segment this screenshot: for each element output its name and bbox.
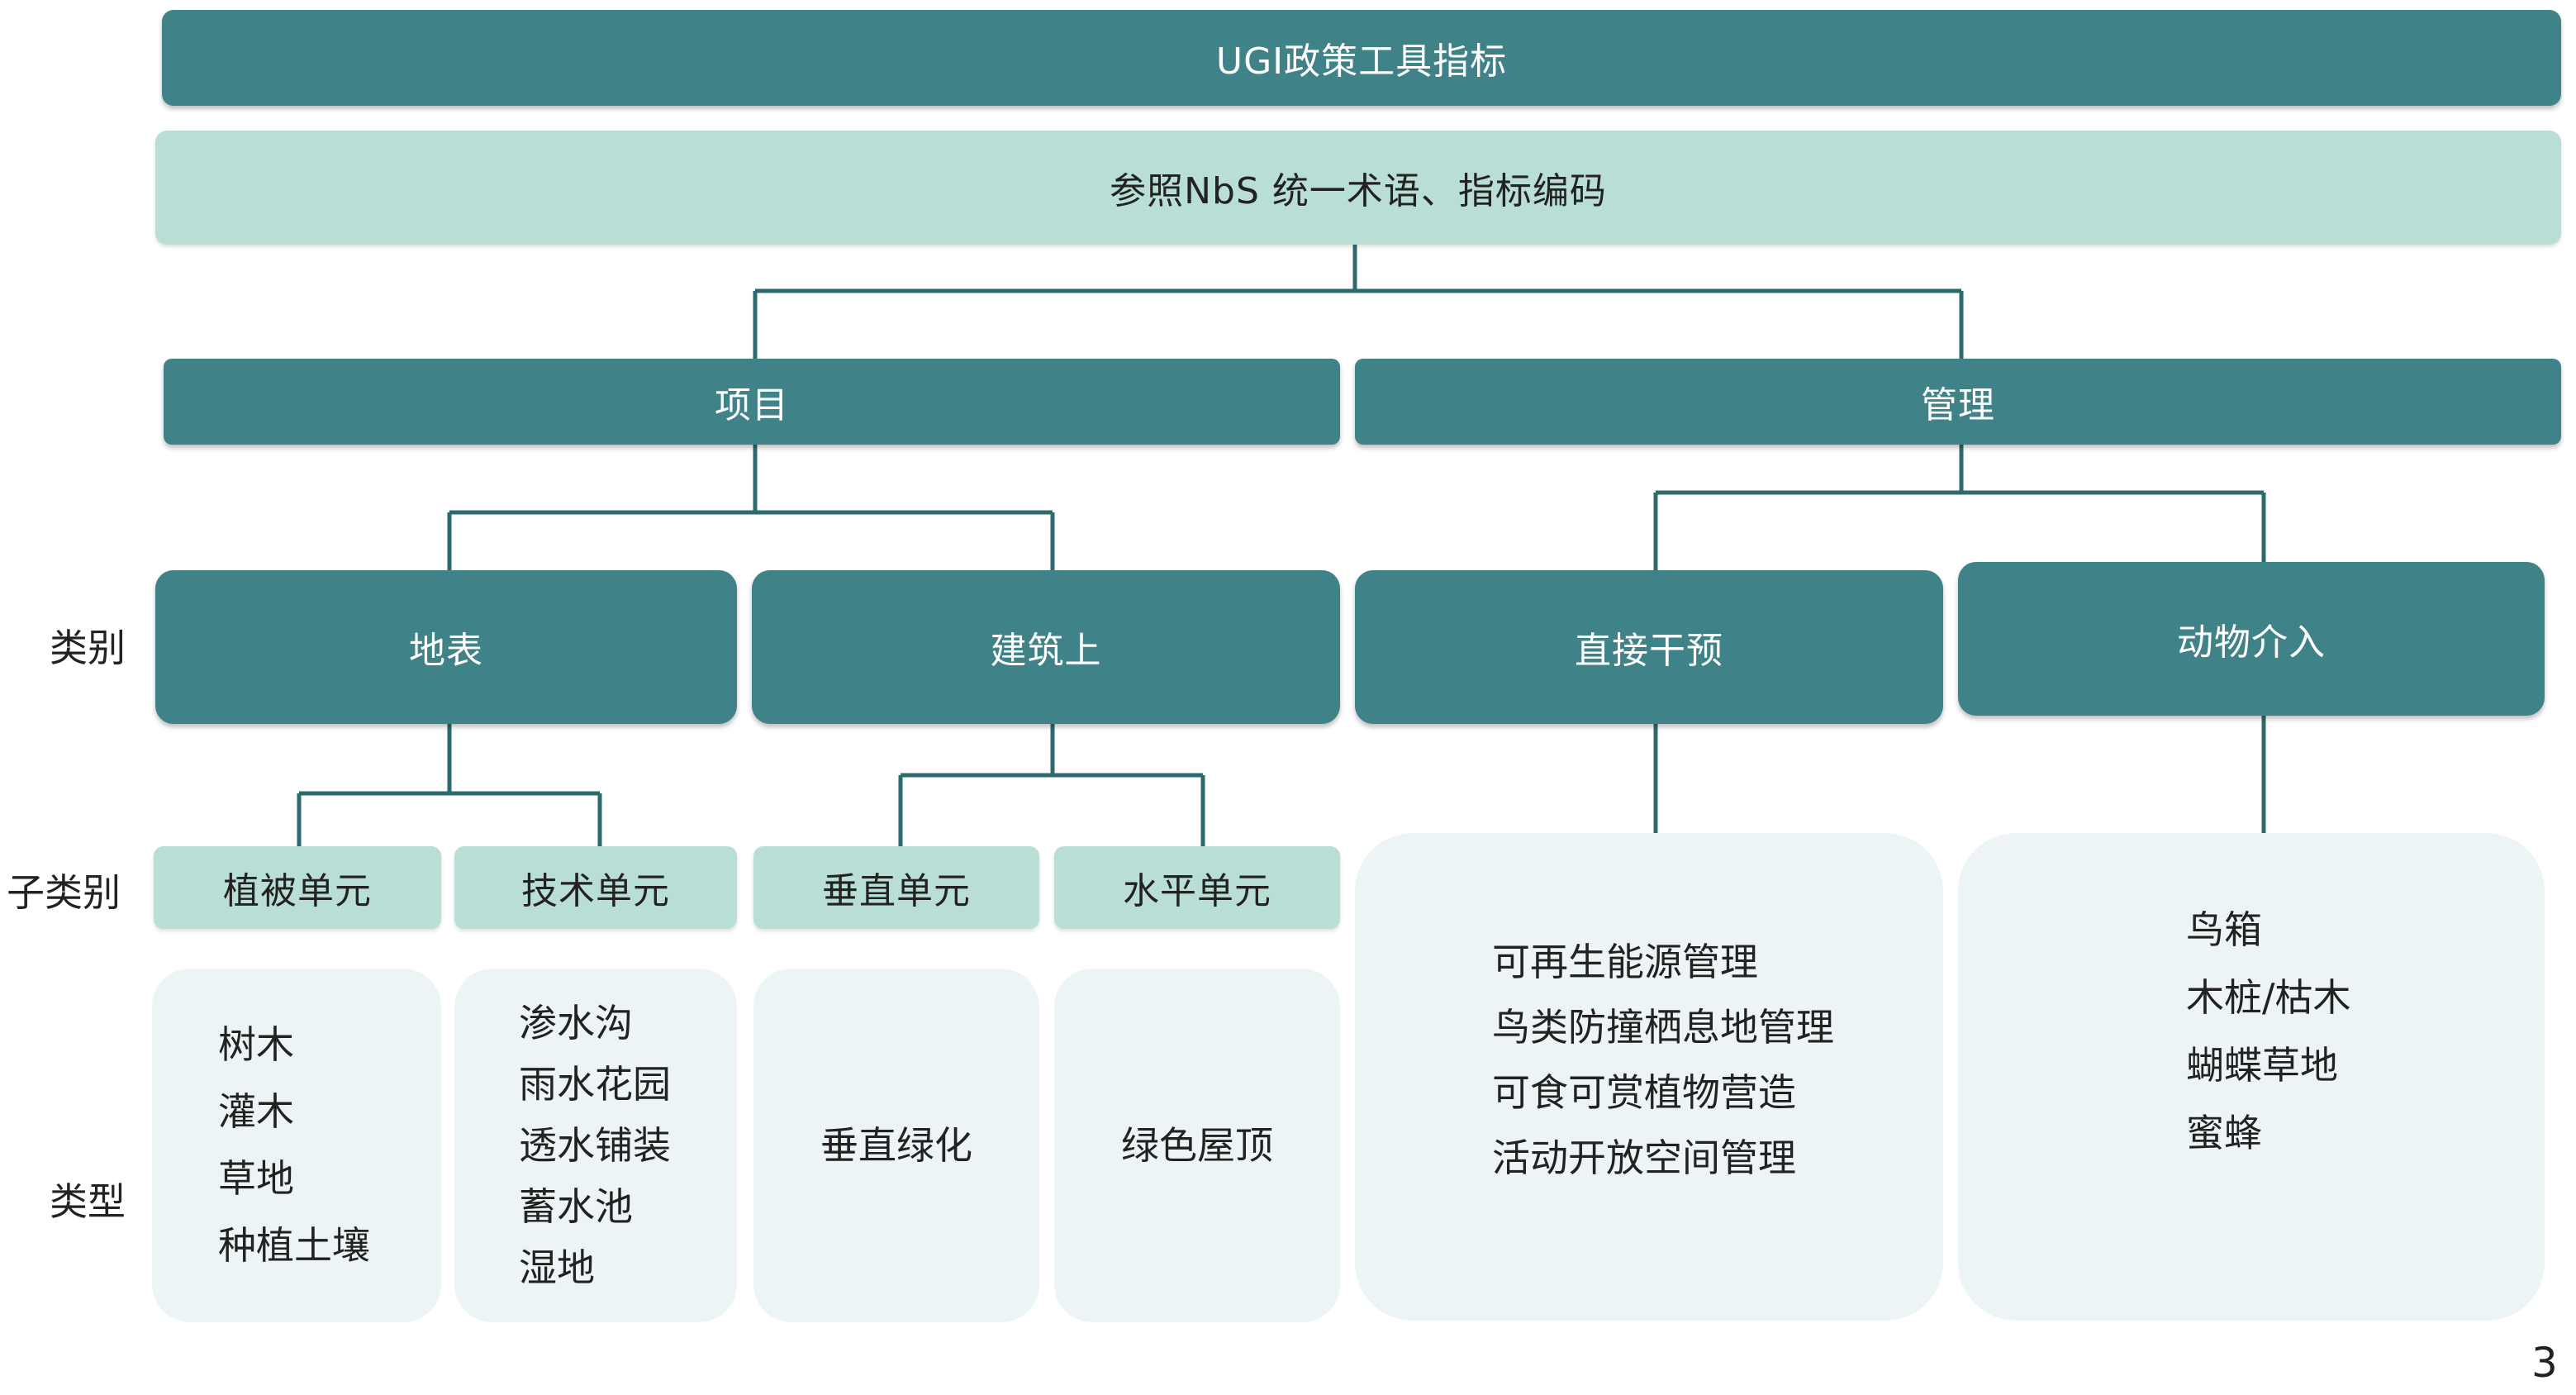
subcategory-vertical: 垂直单元	[753, 846, 1039, 929]
type-box-vegetation: 树木 灌木 草地 种植土壤	[152, 969, 441, 1322]
category-animal-intervention: 动物介入	[1958, 562, 2545, 716]
subcategory-vegetation-label: 植被单元	[223, 870, 372, 912]
connector-building	[898, 724, 1205, 846]
type-item: 湿地	[519, 1245, 595, 1290]
type-item: 蓄水池	[519, 1184, 633, 1229]
page-number: 3	[2531, 1339, 2558, 1387]
type-item: 活动开放空间管理	[1492, 1136, 1796, 1180]
type-box-animal-intervention: 鸟箱 木桩/枯木 蝴蝶草地 蜜蜂	[1958, 833, 2545, 1321]
subcategory-vertical-label: 垂直单元	[822, 870, 971, 912]
type-item: 绿色屋顶	[1121, 1122, 1273, 1168]
type-item: 雨水花园	[519, 1062, 671, 1107]
category-surface: 地表	[155, 570, 737, 724]
type-item: 种植土壤	[218, 1223, 370, 1268]
type-item: 鸟箱	[2186, 907, 2262, 952]
row-label-type: 类型	[50, 1179, 126, 1224]
type-item: 垂直绿化	[820, 1122, 972, 1168]
level1-management-label: 管理	[1921, 384, 1995, 426]
connector-management	[1653, 445, 2266, 570]
row-label-subcategory: 子类别	[7, 870, 121, 915]
subcategory-technical-label: 技术单元	[521, 870, 670, 912]
subcategory-horizontal-label: 水平单元	[1123, 870, 1271, 912]
type-box-technical: 渗水沟 雨水花园 透水铺装 蓄水池 湿地	[454, 969, 737, 1322]
type-item: 灌木	[218, 1089, 294, 1134]
type-item: 蝴蝶草地	[2186, 1043, 2338, 1088]
category-direct-label: 直接干预	[1575, 630, 1723, 672]
connector-surface	[297, 724, 602, 846]
type-item: 树木	[218, 1022, 294, 1067]
type-item: 蜜蜂	[2186, 1111, 2262, 1155]
connector-root	[753, 245, 1964, 359]
level1-management: 管理	[1355, 359, 2561, 445]
subcategory-horizontal: 水平单元	[1054, 846, 1340, 929]
title-text: UGI政策工具指标	[1215, 40, 1508, 83]
connector-project	[447, 445, 1055, 570]
type-box-direct-intervention: 可再生能源管理 鸟类防撞栖息地管理 可食可赏植物营造 活动开放空间管理	[1355, 833, 1943, 1321]
subcategory-vegetation: 植被单元	[154, 846, 441, 929]
category-animal-label: 动物介入	[2177, 621, 2326, 664]
type-box-horizontal: 绿色屋顶	[1054, 969, 1340, 1322]
type-item: 木桩/枯木	[2186, 975, 2351, 1020]
type-item: 透水铺装	[519, 1123, 671, 1168]
level1-project-label: 项目	[715, 384, 789, 426]
type-item: 渗水沟	[519, 1001, 633, 1045]
level1-project: 项目	[164, 359, 1340, 445]
type-item: 鸟类防撞栖息地管理	[1492, 1005, 1834, 1050]
category-surface-label: 地表	[409, 630, 483, 672]
type-item: 可再生能源管理	[1492, 940, 1758, 984]
subtitle-bar: 参照NbS 统一术语、指标编码	[155, 131, 2561, 245]
row-label-category: 类别	[50, 626, 126, 670]
category-direct-intervention: 直接干预	[1355, 570, 1943, 724]
category-building-label: 建筑上	[990, 630, 1102, 672]
type-item: 可食可赏植物营造	[1492, 1070, 1796, 1115]
subcategory-technical: 技术单元	[454, 846, 737, 929]
subtitle-text: 参照NbS 统一术语、指标编码	[1110, 170, 1607, 212]
type-item: 草地	[218, 1156, 294, 1201]
title-bar: UGI政策工具指标	[162, 10, 2561, 106]
type-box-vertical: 垂直绿化	[753, 969, 1039, 1322]
category-building: 建筑上	[752, 570, 1340, 724]
